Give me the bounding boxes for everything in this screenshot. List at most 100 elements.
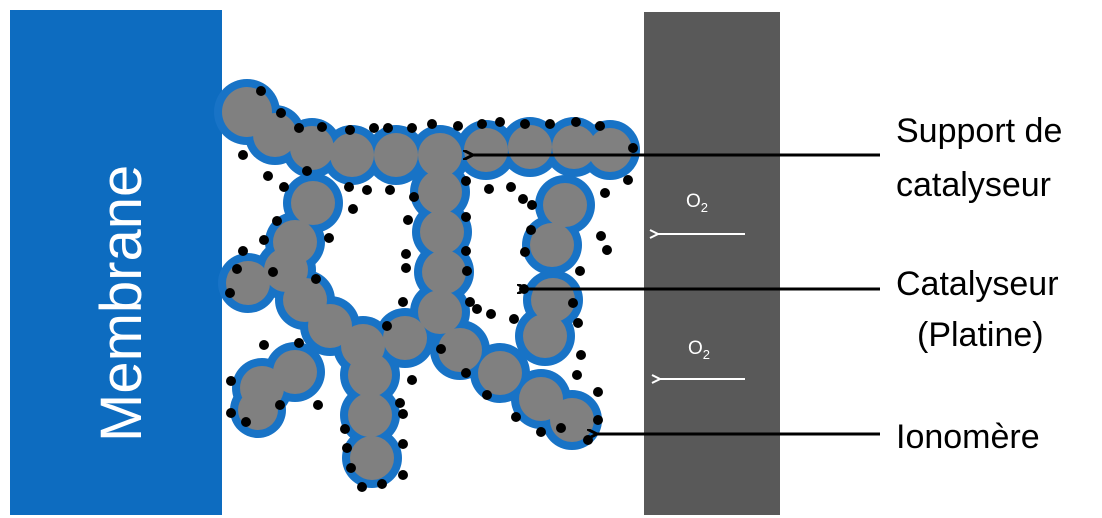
carbon-grain (330, 133, 374, 177)
dot-icon (324, 233, 334, 243)
carbon-grain (523, 314, 567, 358)
dot-icon (238, 150, 248, 160)
carbon-grain (291, 181, 335, 225)
carbon-grain (422, 250, 466, 294)
carbon-grain (350, 436, 394, 480)
dot-icon (276, 108, 286, 118)
dot-icon (409, 192, 419, 202)
dot-icon (241, 417, 251, 427)
dot-icon (302, 166, 312, 176)
dot-icon (573, 318, 583, 328)
dot-icon (595, 121, 605, 131)
dot-icon (311, 274, 321, 284)
carbon-grain (552, 125, 596, 169)
dot-icon (572, 370, 582, 380)
dot-icon (383, 123, 393, 133)
dot-icon (385, 185, 395, 195)
dot-icon (623, 175, 633, 185)
dot-icon (313, 400, 323, 410)
carbon-grain (508, 125, 552, 169)
dot-icon (575, 266, 585, 276)
dot-icon (342, 443, 352, 453)
dot-icon (398, 439, 408, 449)
dot-icon (226, 376, 236, 386)
dot-icon (520, 247, 530, 257)
dot-icon (294, 123, 304, 133)
label-support-line2: catalyseur (896, 166, 1051, 204)
dot-icon (511, 412, 521, 422)
dot-icon (407, 375, 417, 385)
dot-icon (398, 470, 408, 480)
dot-icon (602, 245, 612, 255)
dot-icon (453, 121, 463, 131)
dot-icon (571, 117, 581, 127)
dot-icon (377, 479, 387, 489)
dot-icon (486, 309, 496, 319)
dot-icon (344, 182, 354, 192)
label-ionomer: Ionomère (896, 418, 1040, 456)
carbon-grain (438, 328, 482, 372)
carbon-grain (418, 133, 462, 177)
dot-icon (348, 204, 358, 214)
dot-icon (272, 216, 282, 226)
o2-subscript: 2 (703, 347, 710, 362)
dot-icon (279, 182, 289, 192)
catalyst-particles (225, 86, 638, 492)
dot-icon (395, 398, 405, 408)
membrane-label: Membrane (89, 165, 154, 442)
dot-icon (461, 246, 471, 256)
dot-icon (238, 246, 248, 256)
dot-icon (403, 215, 413, 225)
carbon-grain (290, 126, 334, 170)
dot-icon (596, 231, 606, 241)
dot-icon (583, 435, 593, 445)
carbon-grain (383, 316, 427, 360)
dot-icon (461, 212, 471, 222)
dot-icon (600, 188, 610, 198)
carbon-grain (253, 113, 297, 157)
carbon-grain (348, 393, 392, 437)
dot-icon (477, 119, 487, 129)
dot-icon (345, 125, 355, 135)
dot-icon (362, 185, 372, 195)
dot-icon (225, 288, 235, 298)
dot-icon (472, 304, 482, 314)
dot-icon (527, 200, 537, 210)
dot-icon (369, 123, 379, 133)
membrane-block (10, 10, 222, 515)
dot-icon (568, 298, 578, 308)
dot-icon (226, 408, 236, 418)
carbon-grain (374, 133, 418, 177)
dot-icon (482, 390, 492, 400)
dot-icon (520, 119, 530, 129)
dot-icon (340, 424, 350, 434)
dot-icon (275, 400, 285, 410)
dot-icon (401, 249, 411, 259)
label-support-line1: Support de (896, 112, 1062, 150)
dot-icon (536, 427, 546, 437)
o2-label: O (688, 338, 703, 359)
carbon-grain (420, 210, 464, 254)
carbon-grain (464, 128, 508, 172)
dot-icon (461, 368, 471, 378)
label-catalyst-line1: Catalyseur (896, 265, 1059, 303)
carbon-grain (418, 290, 462, 334)
dot-icon (294, 338, 304, 348)
dot-icon (462, 266, 472, 276)
dot-icon (263, 171, 273, 181)
carbon-grain (273, 350, 317, 394)
dot-icon (357, 482, 367, 492)
dot-icon (232, 264, 242, 274)
carbon-grain (519, 377, 563, 421)
dot-icon (506, 182, 516, 192)
svg-text:O2: O2 (688, 338, 710, 362)
dot-icon (593, 387, 603, 397)
dot-icon (436, 344, 446, 354)
catalyst-support-grains (222, 87, 632, 480)
dot-icon (484, 184, 494, 194)
dot-icon (382, 321, 392, 331)
dot-icon (427, 119, 437, 129)
carbon-grain (530, 223, 574, 267)
dot-icon (526, 225, 536, 235)
